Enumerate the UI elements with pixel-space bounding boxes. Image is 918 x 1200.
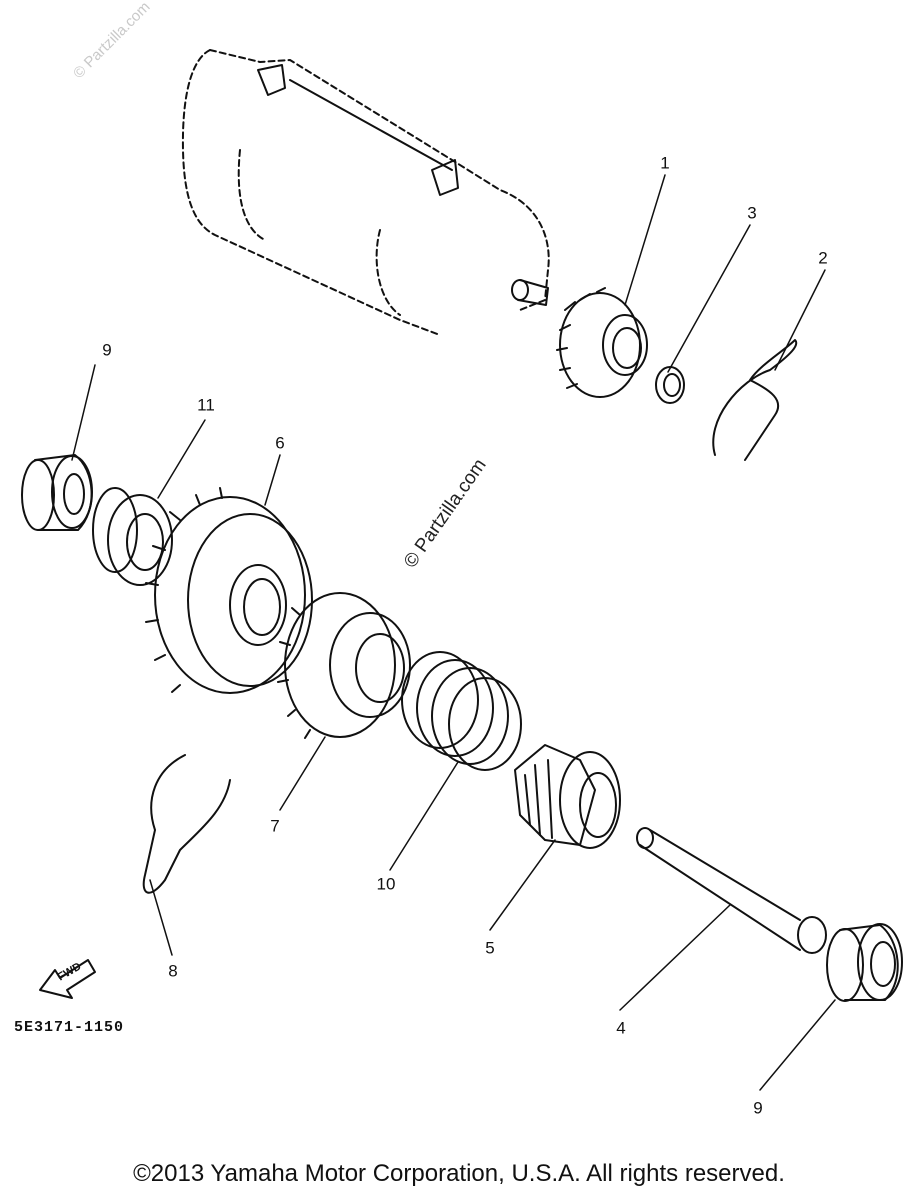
callout-2: 2 [818, 248, 828, 268]
gear-6-drawing [145, 487, 313, 694]
callout-4: 4 [616, 1018, 626, 1038]
shaft-4-drawing [636, 827, 827, 954]
copyright-notice: ©2013 Yamaha Motor Corporation, U.S.A. A… [133, 1160, 785, 1187]
circlip-3-drawing [655, 366, 685, 404]
fwd-arrow-icon [39, 959, 96, 999]
spring-10-drawing [401, 651, 522, 771]
callout-6: 6 [275, 433, 285, 453]
bearing-9a-drawing [21, 454, 93, 531]
callout-3: 3 [747, 203, 757, 223]
callout-7: 7 [270, 816, 280, 836]
callout-9-top: 9 [102, 340, 112, 360]
clip-8-drawing [142, 754, 231, 894]
callout-11: 11 [197, 395, 215, 415]
callout-1: 1 [660, 153, 670, 173]
callout-10: 10 [376, 874, 396, 894]
callout-5: 5 [485, 938, 495, 958]
starter-motor-details [257, 64, 549, 306]
bearing-9b-drawing [826, 923, 903, 1002]
clip-2-drawing [712, 339, 798, 461]
ring-11-drawing [92, 487, 173, 586]
sleeve-5-drawing [514, 744, 621, 849]
callout-9-bottom: 9 [753, 1098, 763, 1118]
callout-8: 8 [168, 961, 178, 981]
starter-motor-drawing [181, 49, 550, 336]
gear-7-drawing [277, 592, 411, 739]
gear-1-drawing [556, 287, 648, 398]
part-code: 5E3171-1150 [14, 1019, 125, 1036]
leader-lines [71, 174, 836, 1091]
